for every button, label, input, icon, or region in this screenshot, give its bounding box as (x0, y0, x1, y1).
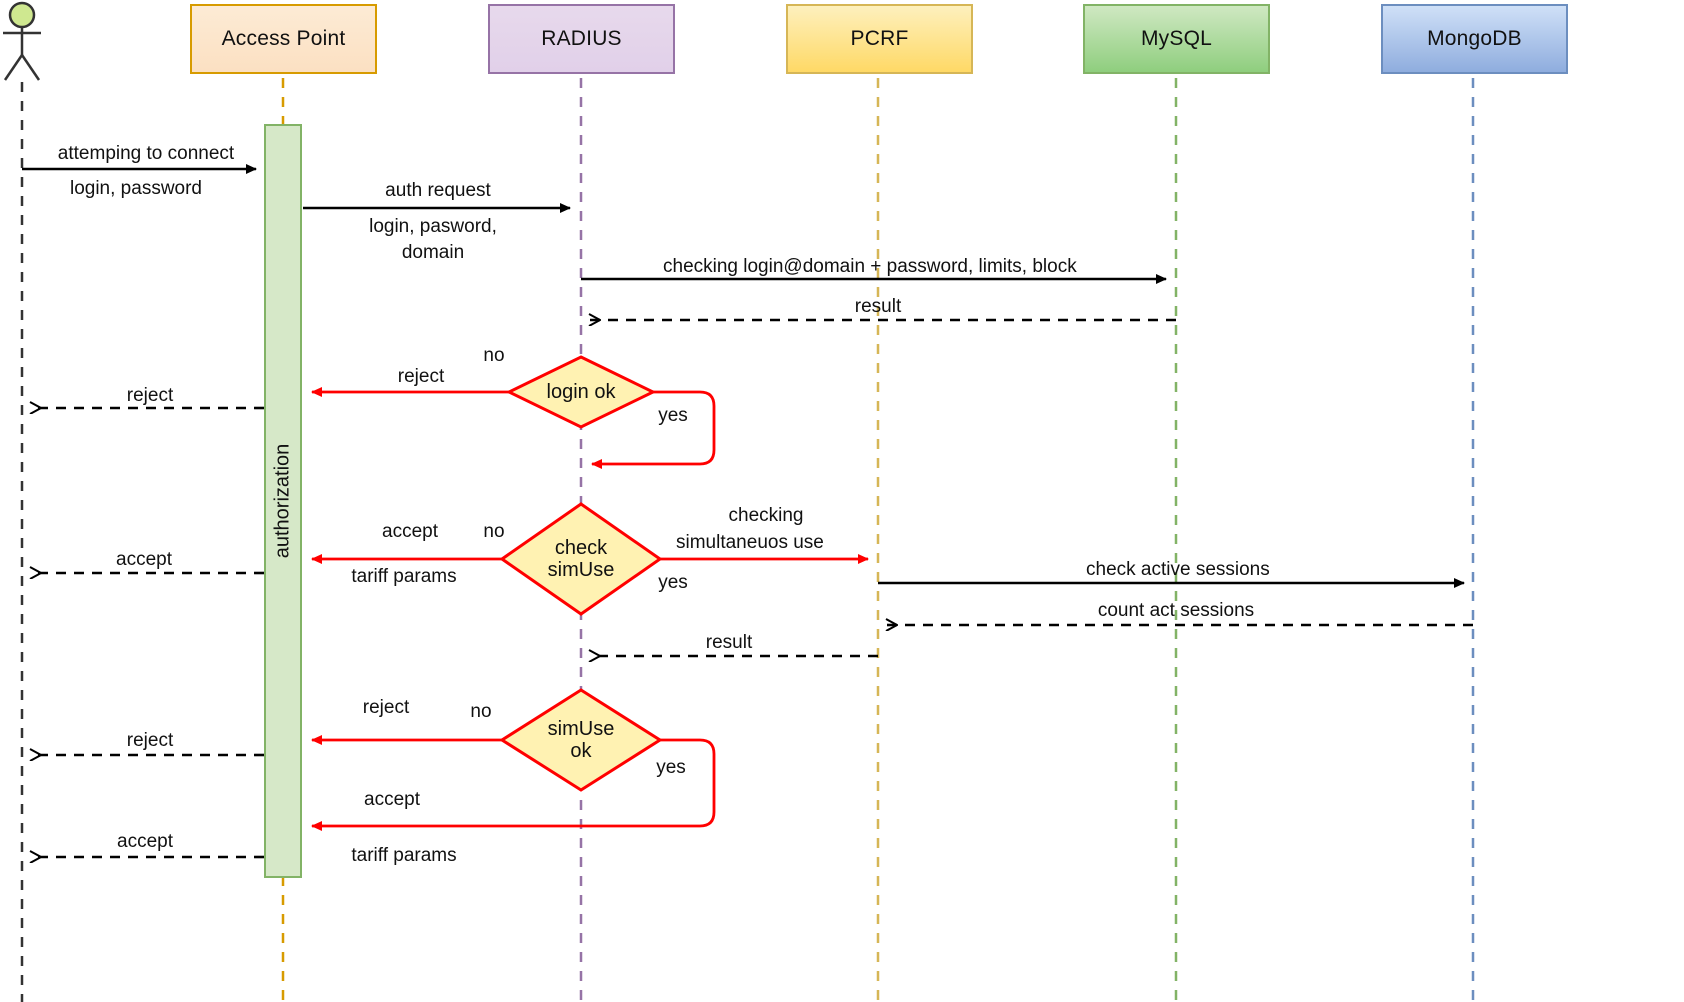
decision-text-line1: check (554, 536, 608, 559)
message-label-m1-line2: login, password (69, 178, 203, 199)
decision-text: simUse ok (548, 718, 615, 763)
message-label-m5: reject (397, 366, 445, 387)
activation-bar-label: authorization (271, 443, 294, 559)
decision-text-line1: simUse (547, 717, 615, 740)
message-label-m12: count act sessions (1097, 600, 1255, 621)
lifeline-header-label: Access Point (221, 27, 346, 50)
message-label-m2-line3: domain (401, 242, 465, 263)
lifeline-header-label: RADIUS (541, 27, 622, 50)
decision-label-login-ok: login ok (509, 357, 653, 427)
actor-icon (3, 1, 41, 81)
decision-label-check-simuse: check simUse (502, 504, 660, 614)
message-label-m11: check active sessions (1086, 559, 1270, 580)
branch-label-no-3: no (470, 701, 492, 722)
decision-text: login ok (546, 380, 616, 403)
lifeline-header-label: PCRF (850, 27, 909, 50)
decision-text-line2: ok (570, 740, 592, 762)
message-label-m3: checking login@domain + password, limits… (663, 256, 1077, 277)
lifeline-header-radius[interactable]: RADIUS (488, 4, 675, 74)
branch-label-no-2: no (483, 521, 505, 542)
message-label-m16-line1: accept (364, 789, 420, 810)
branch-label-yes-2: yes (658, 572, 688, 593)
message-label-m17: accept (117, 831, 173, 852)
message-label-m2-line2: login, pasword, (369, 216, 497, 237)
decision-text-line2: simUse (547, 559, 615, 581)
message-label-m16-line2: tariff params (351, 845, 457, 866)
decision-diamond-simuse-ok (499, 688, 663, 792)
message-label-m10-line1: checking (728, 505, 804, 526)
decision-text: check simUse (548, 537, 615, 582)
branch-label-no-1: no (483, 345, 505, 366)
message-label-m10-line2: simultaneuos use (676, 532, 824, 553)
branch-label-yes-3: yes (656, 757, 686, 778)
message-label-m13: result (705, 632, 753, 653)
message-arrow-m7-yes-loop (591, 390, 716, 469)
activation-bar-authorization: authorization (264, 124, 302, 878)
lifeline-header-mongodb[interactable]: MongoDB (1381, 4, 1568, 74)
message-label-m6: reject (126, 385, 174, 406)
message-label-m9: accept (116, 549, 172, 570)
message-label-m1-line1: attemping to connect (57, 143, 235, 164)
message-label-m15: reject (126, 730, 174, 751)
branch-label-yes-1: yes (658, 405, 688, 426)
message-label-m14: reject (362, 697, 410, 718)
decision-label-simuse-ok: simUse ok (502, 690, 660, 790)
lifeline-header-label: MongoDB (1427, 27, 1522, 50)
message-arrow-m16-yes-loop (311, 738, 716, 831)
lifeline-header-access-point[interactable]: Access Point (190, 4, 377, 74)
lifeline-header-mysql[interactable]: MySQL (1083, 4, 1270, 74)
message-label-m2-line1: auth request (385, 180, 491, 201)
lifeline-header-pcrf[interactable]: PCRF (786, 4, 973, 74)
decision-diamond-login-ok (505, 355, 657, 429)
decision-diamond-check-simuse (499, 502, 663, 616)
message-label-m8-line2: tariff params (351, 566, 457, 587)
message-label-m8-line1: accept (382, 521, 438, 542)
message-label-m4: result (854, 296, 902, 317)
lifeline-header-label: MySQL (1140, 27, 1212, 50)
